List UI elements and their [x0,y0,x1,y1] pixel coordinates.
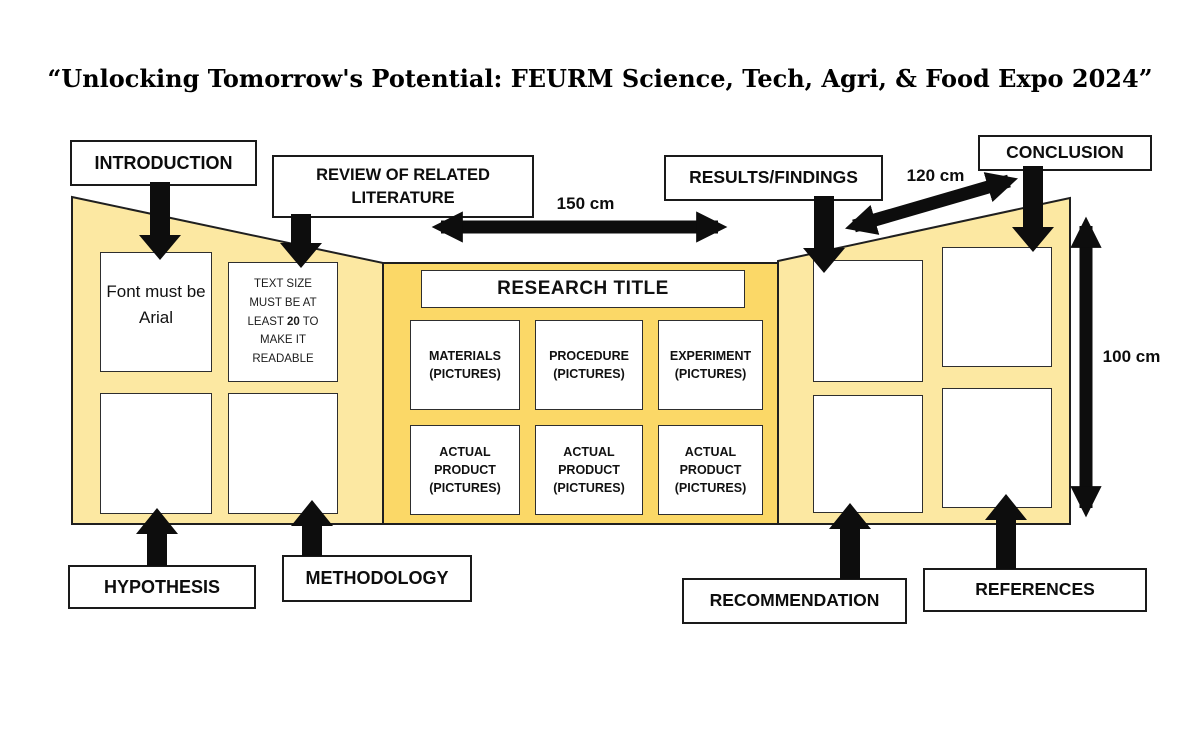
experiment-pictures-box: EXPERIMENT (PICTURES) [658,320,763,410]
right-panel-box-conclusion [942,247,1052,367]
measurement-diagonal-120cm: 120 cm [906,166,965,185]
text-size-note-box: TEXT SIZE MUST BE AT LEAST 20 TO MAKE IT… [228,262,338,382]
text-size-line-3: LEAST 20 TO [247,315,319,328]
page-title: “Unlocking Tomorrow's Potential: FEURM S… [47,64,1153,93]
font-note-box: Font must be Arial [100,252,212,372]
measurement-width-150cm: 150 cm [556,194,615,213]
actual-product-box-1: ACTUAL PRODUCT (PICTURES) [410,425,520,515]
measurement-height-100cm: 100 cm [1102,347,1161,366]
right-panel-box-results [813,260,923,382]
label-results-findings: RESULTS/FINDINGS [664,155,883,201]
text-size-line-2: MUST BE AT [249,297,317,310]
right-panel-box-recommendation [813,395,923,513]
label-references: REFERENCES [923,568,1147,612]
right-panel-box-references [942,388,1052,508]
research-title-box: RESEARCH TITLE [421,270,745,308]
actual-product-box-3: ACTUAL PRODUCT (PICTURES) [658,425,763,515]
label-conclusion: CONCLUSION [978,135,1152,171]
text-size-line-4: MAKE IT [259,334,306,347]
label-introduction: INTRODUCTION [70,140,257,186]
text-size-line-5: READABLE [252,352,314,365]
actual-product-box-2: ACTUAL PRODUCT (PICTURES) [535,425,643,515]
materials-pictures-box: MATERIALS (PICTURES) [410,320,520,410]
text-size-line-1: TEXT SIZE [254,278,312,291]
label-review-of-related-literature: REVIEW OF RELATED LITERATURE [272,155,534,218]
procedure-pictures-box: PROCEDURE (PICTURES) [535,320,643,410]
left-panel-empty-box-hypothesis [100,393,212,514]
left-panel-empty-box-methodology [228,393,338,514]
label-hypothesis: HYPOTHESIS [68,565,256,609]
label-recommendation: RECOMMENDATION [682,578,907,624]
label-methodology: METHODOLOGY [282,555,472,602]
